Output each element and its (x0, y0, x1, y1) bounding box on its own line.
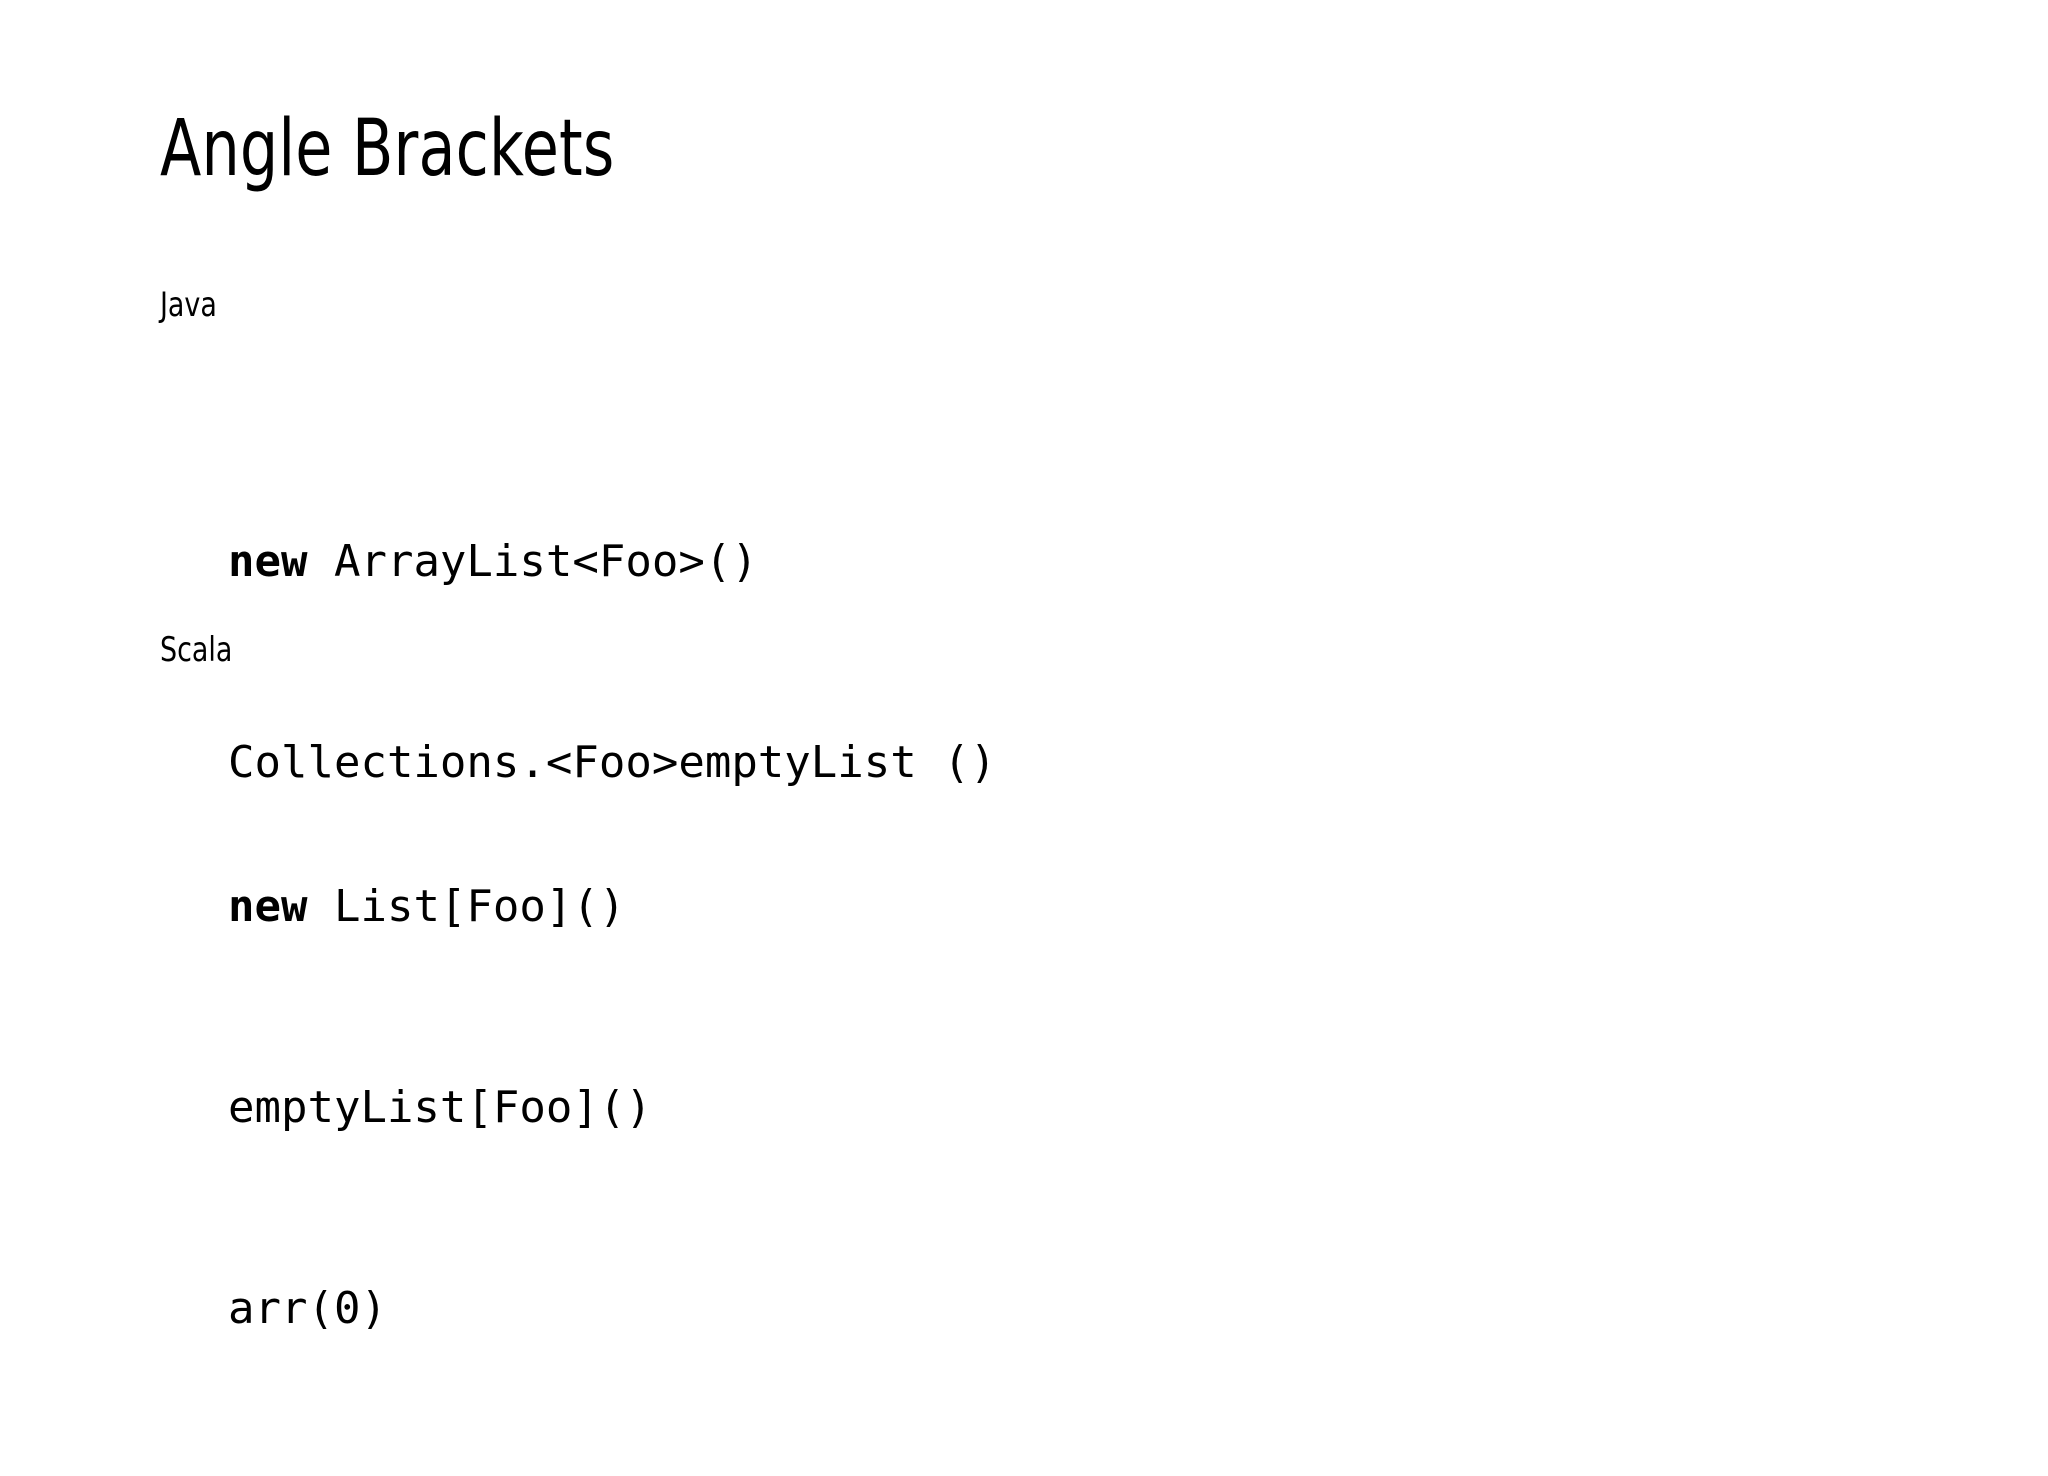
section-java: Java new ArrayList<Foo>() Collections.<F… (160, 288, 996, 930)
code-text: List[Foo]() (307, 881, 626, 932)
code-text: arr(0) (228, 1283, 387, 1334)
page-title: Angle Brackets (160, 104, 615, 194)
section-label-java: Java (160, 285, 217, 325)
code-keyword: new (228, 881, 308, 932)
code-text: emptyList[Foo]() (228, 1082, 652, 1133)
code-line: new List[Foo]() (228, 873, 652, 940)
code-line: arr(0) (228, 1275, 652, 1342)
code-line: new ArrayList<Foo>() (228, 528, 996, 595)
code-block-java: new ArrayList<Foo>() Collections.<Foo>em… (228, 394, 996, 930)
code-line: Collections.<Foo>emptyList () (228, 729, 996, 796)
code-line: emptyList[Foo]() (228, 1074, 652, 1141)
code-text: ArrayList<Foo>() (307, 536, 758, 587)
section-label-scala: Scala (160, 630, 233, 670)
section-scala: Scala new List[Foo]() emptyList[Foo]() a… (160, 633, 652, 1476)
code-keyword: new (228, 536, 308, 587)
code-block-scala: new List[Foo]() emptyList[Foo]() arr(0) (228, 739, 652, 1476)
code-text: Collections.<Foo>emptyList () (228, 737, 997, 788)
slide-canvas: Angle Brackets Java new ArrayList<Foo>()… (160, 104, 997, 1334)
